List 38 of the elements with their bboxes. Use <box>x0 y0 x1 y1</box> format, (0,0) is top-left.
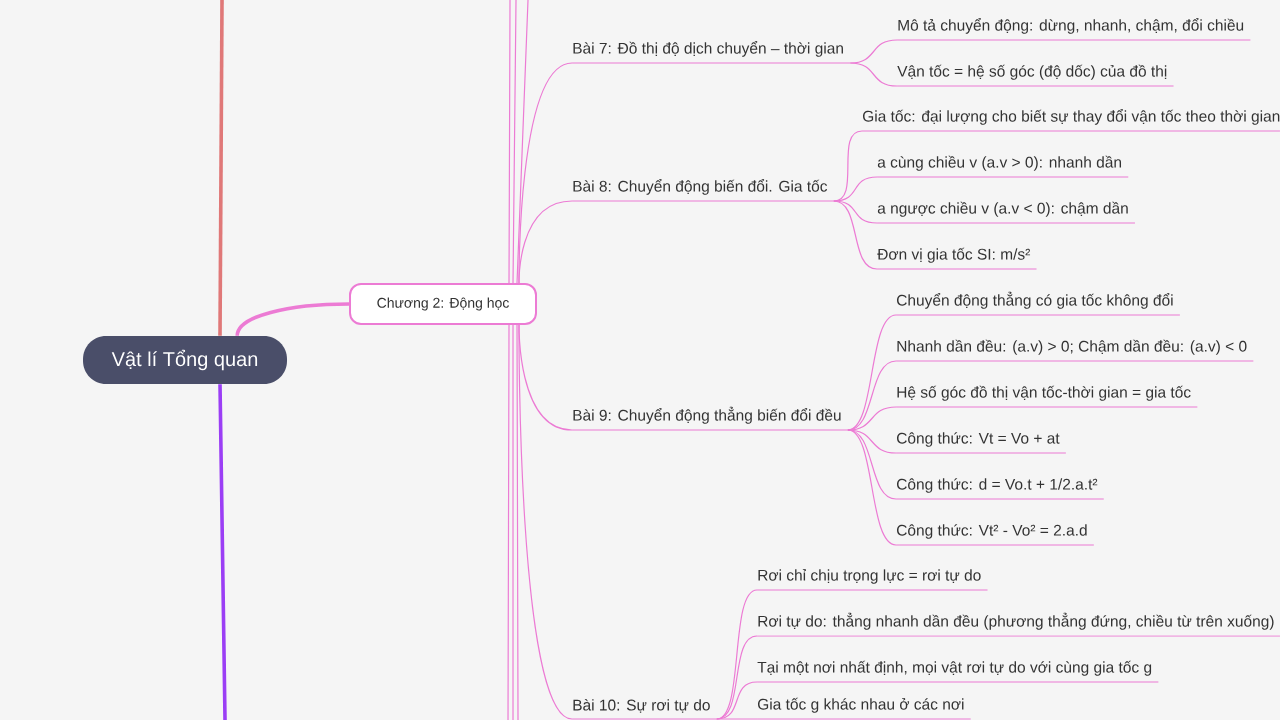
topic-label: a ngược chiều v (a.v < 0): chậm dần <box>876 201 1136 224</box>
branch-line <box>716 718 758 720</box>
topic-label: Công thức: d = Vo.t + 1/2.a.t² <box>895 478 1105 500</box>
branch-line <box>847 429 897 454</box>
central-topic: Vật lí Tổng quan <box>83 336 287 384</box>
branch-line <box>833 200 878 270</box>
topic-label: Công thức: Vt = Vo + at <box>895 432 1067 454</box>
topic-label: Mô tả chuyển động: dừng, nhanh, chậm, đổi chiều <box>896 18 1251 41</box>
branch-line <box>507 324 510 720</box>
branch-line <box>516 0 529 284</box>
branch-line <box>518 324 573 720</box>
branch-line <box>516 324 519 720</box>
branch-topic: Chương 2: Động học <box>349 283 537 325</box>
branch-line <box>518 200 573 284</box>
branch-line <box>849 62 898 87</box>
branch-line <box>833 200 878 224</box>
topic-label: Hệ số góc đồ thị vận tốc-thời gian = gia tốc <box>895 385 1198 408</box>
subtopic-label: Bài 8: Chuyển động biến đổi. Gia tốc <box>571 179 835 202</box>
branch-line <box>512 324 514 720</box>
topic-label: Công thức: Vt² - Vo² = 2.a.d <box>895 524 1095 546</box>
topic-label: Đơn vị gia tốc SI: m/s² <box>876 247 1038 270</box>
topic-label: Nhanh dần đều: (a.v) > 0; Chậm dần đều: (a.v) < 0 <box>895 339 1254 362</box>
branch-line <box>508 0 511 284</box>
topic-label: Gia tốc g khác nhau ở các nơi <box>756 697 972 720</box>
subtopic-label: Bài 10: Sự rơi tự do <box>571 699 718 720</box>
topic-label: Tại một nơi nhất định, mọi vật rơi tự do với cùng gia tốc g <box>756 660 1159 683</box>
topic-label: Rơi tự do: thẳng nhanh dần đều (phương thẳng đứng, chiều từ trên xuống) <box>756 612 1280 637</box>
topic-label: Vận tốc = hệ số góc (độ dốc) của đồ thị <box>896 64 1175 87</box>
topic-label: Rơi chỉ chịu trọng lực = rơi tự do <box>756 568 989 591</box>
topic-label: Chuyển động thẳng có gia tốc không đổi <box>895 291 1181 316</box>
branch-line <box>512 0 517 284</box>
subtopic-label: Bài 9: Chuyển động thẳng biến đổi đều <box>571 406 849 431</box>
branch-line <box>218 0 224 336</box>
branch-line <box>235 302 350 337</box>
topic-label: Gia tốc: đại lượng cho biết sự thay đổi vận tốc theo thời gian <box>861 109 1280 132</box>
topic-label: a cùng chiều v (a.v > 0): nhanh dần <box>876 155 1129 178</box>
subtopic-label: Bài 7: Đồ thị độ dịch chuyển – thời gian <box>571 41 851 64</box>
branch-line <box>218 384 227 720</box>
